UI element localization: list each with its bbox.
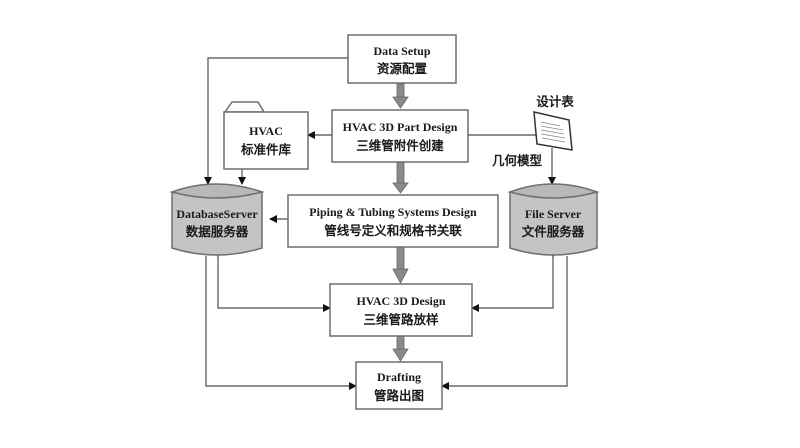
node-file-server: File Server 文件服务器 bbox=[507, 183, 600, 256]
node-hvac-3d-design: HVAC 3D Design 三维管路放样 bbox=[329, 283, 473, 337]
node-drafting: Drafting 管路出图 bbox=[355, 361, 443, 410]
flow-arrow-datasetup-to-partdesign bbox=[392, 83, 409, 109]
geometry-model-label: 几何模型 bbox=[492, 153, 543, 168]
node-database-zh: 数据服务器 bbox=[185, 224, 249, 239]
node-hvac-3d-part-design: HVAC 3D Part Design 三维管附件创建 bbox=[331, 109, 469, 163]
edge-fileserver-to-drafting bbox=[441, 256, 568, 390]
node-data-setup-zh: 资源配置 bbox=[377, 61, 428, 76]
edge-datasetup-to-database bbox=[204, 57, 348, 185]
design-table-label: 设计表 bbox=[536, 94, 574, 109]
node-piping-zh: 管线号定义和规格书关联 bbox=[324, 223, 462, 238]
node-database-en: DatabaseServer bbox=[176, 207, 258, 221]
flow-arrow-partdesign-to-piping bbox=[392, 161, 409, 194]
node-library-en: HVAC bbox=[249, 124, 283, 138]
node-fileserver-en: File Server bbox=[525, 207, 582, 221]
node-database-server: DatabaseServer 数据服务器 bbox=[169, 183, 265, 256]
node-hvac3d-en: HVAC 3D Design bbox=[356, 294, 445, 308]
edge-database-to-drafting bbox=[205, 256, 357, 390]
flow-arrow-hvac3d-to-drafting bbox=[392, 335, 409, 362]
node-part-design-zh: 三维管附件创建 bbox=[356, 138, 444, 153]
node-hvac-library: HVAC 标准件库 bbox=[223, 101, 309, 170]
node-hvac3d-zh: 三维管路放样 bbox=[363, 312, 439, 327]
flow-arrow-piping-to-hvac3d bbox=[392, 246, 409, 284]
node-data-setup-en: Data Setup bbox=[373, 44, 430, 58]
node-library-zh: 标准件库 bbox=[240, 142, 292, 157]
node-piping-en: Piping & Tubing Systems Design bbox=[309, 205, 477, 219]
folder-icon bbox=[223, 101, 266, 113]
node-data-setup: Data Setup 资源配置 bbox=[347, 34, 457, 84]
design-table-document: 设计表 bbox=[533, 94, 574, 151]
edge-database-hvac3d-bidirectional bbox=[214, 249, 331, 312]
edge-fileserver-hvac3d-bidirectional bbox=[471, 249, 557, 312]
node-drafting-zh: 管路出图 bbox=[374, 388, 424, 403]
node-piping-tubing-design: Piping & Tubing Systems Design 管线号定义和规格书… bbox=[287, 194, 499, 248]
document-icon bbox=[533, 111, 573, 151]
node-part-design-en: HVAC 3D Part Design bbox=[343, 120, 458, 134]
node-drafting-en: Drafting bbox=[377, 370, 421, 384]
node-fileserver-zh: 文件服务器 bbox=[522, 224, 585, 239]
